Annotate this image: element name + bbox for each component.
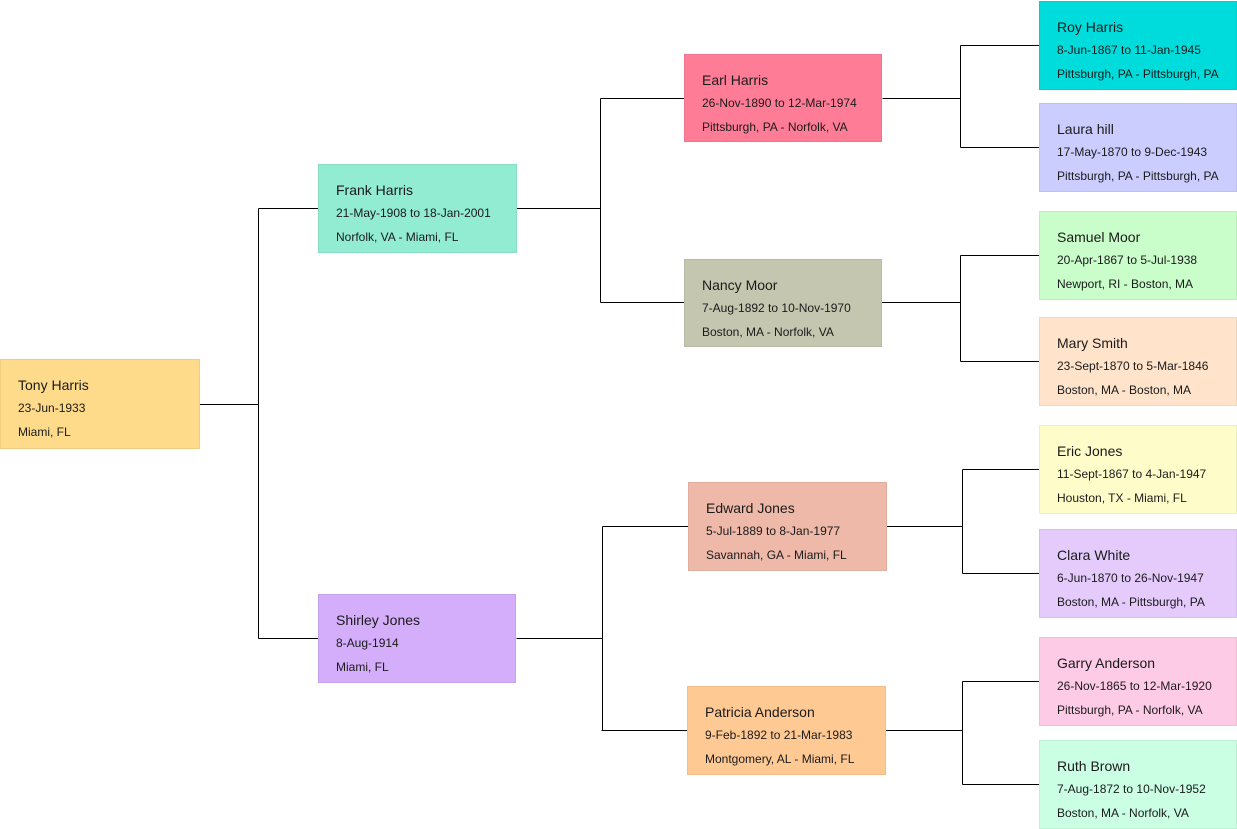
person-dates: 7-Aug-1892 to 10-Nov-1970 — [702, 301, 851, 315]
connector-patricia-parents — [885, 681, 1040, 785]
person-card-roy-harris[interactable]: Roy Harris 8-Jun-1867 to 11-Jan-1945 Pit… — [1039, 1, 1237, 90]
person-card-nancy-moor[interactable]: Nancy Moor 7-Aug-1892 to 10-Nov-1970 Bos… — [684, 259, 882, 347]
person-name: Tony Harris — [18, 377, 89, 393]
person-places: Montgomery, AL - Miami, FL — [705, 752, 855, 766]
person-dates: 8-Jun-1867 to 11-Jan-1945 — [1057, 43, 1201, 57]
person-card-frank-harris[interactable]: Frank Harris 21-May-1908 to 18-Jan-2001 … — [318, 164, 517, 253]
person-card-shirley-jones[interactable]: Shirley Jones 8-Aug-1914 Miami, FL — [318, 594, 516, 683]
connector-nancy-parents — [881, 255, 1040, 362]
person-name: Frank Harris — [336, 182, 414, 198]
person-card-edward-jones[interactable]: Edward Jones 5-Jul-1889 to 8-Jan-1977 Sa… — [688, 482, 887, 571]
person-card-earl-harris[interactable]: Earl Harris 26-Nov-1890 to 12-Mar-1974 P… — [684, 54, 882, 142]
person-card-clara-white[interactable]: Clara White 6-Jun-1870 to 26-Nov-1947 Bo… — [1039, 529, 1237, 618]
person-card-garry-anderson[interactable]: Garry Anderson 26-Nov-1865 to 12-Mar-192… — [1039, 637, 1237, 726]
person-dates: 23-Jun-1933 — [18, 401, 86, 415]
person-name: Patricia Anderson — [705, 704, 815, 720]
person-places: Miami, FL — [336, 660, 389, 674]
person-dates: 11-Sept-1867 to 4-Jan-1947 — [1057, 467, 1207, 481]
person-card-mary-smith[interactable]: Mary Smith 23-Sept-1870 to 5-Mar-1846 Bo… — [1039, 317, 1237, 406]
connector-edward-parents — [886, 469, 1040, 574]
connector-earl-parents — [882, 45, 1040, 148]
person-places: Pittsburgh, PA - Pittsburgh, PA — [1057, 67, 1219, 81]
person-dates: 7-Aug-1872 to 10-Nov-1952 — [1057, 782, 1206, 796]
person-name: Samuel Moor — [1057, 229, 1141, 245]
person-dates: 20-Apr-1867 to 5-Jul-1938 — [1057, 253, 1198, 267]
person-card-tony-harris[interactable]: Tony Harris 23-Jun-1933 Miami, FL — [0, 359, 200, 449]
person-dates: 23-Sept-1870 to 5-Mar-1846 — [1057, 359, 1209, 373]
person-name: Roy Harris — [1057, 19, 1124, 35]
person-places: Boston, MA - Pittsburgh, PA — [1057, 595, 1205, 609]
person-places: Boston, MA - Boston, MA — [1057, 383, 1192, 397]
person-name: Shirley Jones — [336, 612, 421, 628]
person-name: Ruth Brown — [1057, 758, 1131, 774]
person-places: Newport, RI - Boston, MA — [1057, 277, 1194, 291]
person-name: Laura hill — [1057, 121, 1114, 137]
connector-frank-parents — [516, 98, 685, 303]
person-name: Mary Smith — [1057, 335, 1128, 351]
person-places: Pittsburgh, PA - Norfolk, VA — [702, 120, 848, 134]
person-name: Garry Anderson — [1057, 655, 1156, 671]
person-name: Earl Harris — [702, 72, 769, 88]
person-dates: 26-Nov-1890 to 12-Mar-1974 — [702, 96, 857, 110]
person-dates: 5-Jul-1889 to 8-Jan-1977 — [706, 524, 841, 538]
person-card-samuel-moor[interactable]: Samuel Moor 20-Apr-1867 to 5-Jul-1938 Ne… — [1039, 211, 1237, 300]
person-dates: 21-May-1908 to 18-Jan-2001 — [336, 206, 491, 220]
person-dates: 8-Aug-1914 — [336, 636, 399, 650]
person-places: Boston, MA - Norfolk, VA — [702, 325, 834, 339]
person-card-laura-hill[interactable]: Laura hill 17-May-1870 to 9-Dec-1943 Pit… — [1039, 103, 1237, 192]
person-card-ruth-brown[interactable]: Ruth Brown 7-Aug-1872 to 10-Nov-1952 Bos… — [1039, 740, 1237, 829]
person-name: Nancy Moor — [702, 277, 778, 293]
person-card-patricia-anderson[interactable]: Patricia Anderson 9-Feb-1892 to 21-Mar-1… — [687, 686, 886, 775]
person-dates: 26-Nov-1865 to 12-Mar-1920 — [1057, 679, 1212, 693]
person-places: Houston, TX - Miami, FL — [1057, 491, 1187, 505]
person-places: Pittsburgh, PA - Norfolk, VA — [1057, 703, 1203, 717]
person-places: Norfolk, VA - Miami, FL — [336, 230, 459, 244]
person-places: Miami, FL — [18, 425, 71, 439]
person-dates: 6-Jun-1870 to 26-Nov-1947 — [1057, 571, 1204, 585]
person-dates: 9-Feb-1892 to 21-Mar-1983 — [705, 728, 853, 742]
person-name: Clara White — [1057, 547, 1131, 563]
person-places: Pittsburgh, PA - Pittsburgh, PA — [1057, 169, 1219, 183]
person-name: Edward Jones — [706, 500, 795, 516]
connector-tony-parents — [199, 208, 319, 639]
connector-shirley-parents — [516, 526, 689, 731]
person-places: Boston, MA - Norfolk, VA — [1057, 806, 1189, 820]
person-dates: 17-May-1870 to 9-Dec-1943 — [1057, 145, 1208, 159]
person-card-eric-jones[interactable]: Eric Jones 11-Sept-1867 to 4-Jan-1947 Ho… — [1039, 425, 1237, 514]
person-name: Eric Jones — [1057, 443, 1123, 459]
person-places: Savannah, GA - Miami, FL — [706, 548, 847, 562]
